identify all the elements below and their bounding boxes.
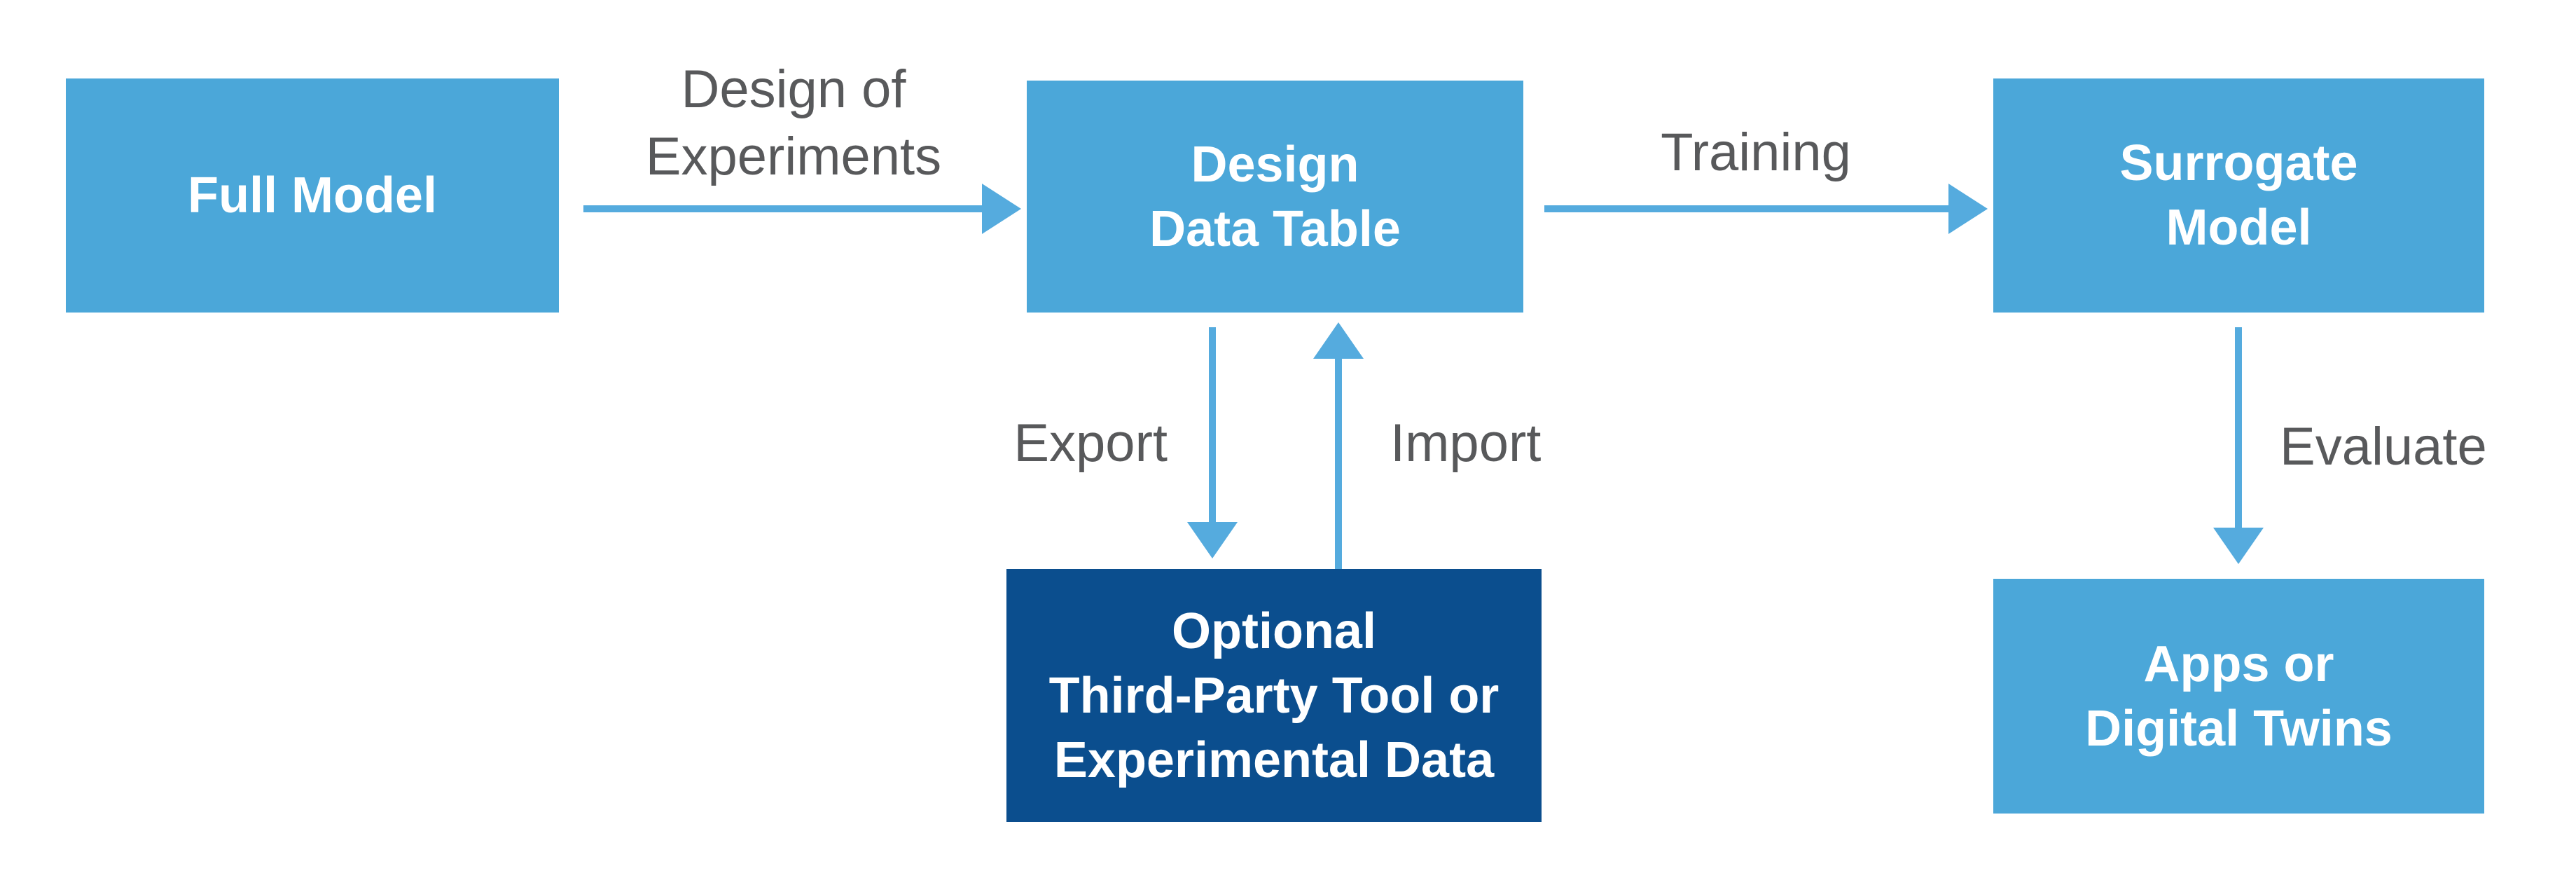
evaluate-label: Evaluate <box>2280 417 2487 476</box>
node-design-data-table: Design Data Table <box>1027 81 1523 313</box>
node-full-model: Full Model <box>66 78 559 313</box>
arrow-shaft <box>1335 355 1342 569</box>
import-label: Import <box>1390 413 1542 473</box>
arrow-shaft <box>1209 327 1216 526</box>
node-surrogate-model: Surrogate Model <box>1993 78 2484 313</box>
export-label: Export <box>1013 413 1168 473</box>
arrow-down-head-icon <box>2213 528 2264 564</box>
design-of-experiments-label: Design of Experiments <box>645 60 942 186</box>
training-label: Training <box>1661 123 1851 182</box>
evaluate-arrow <box>2213 327 2264 564</box>
arrow-down-head-icon <box>1187 522 1238 558</box>
arrow-shaft <box>2235 327 2242 532</box>
import-arrow <box>1313 322 1364 569</box>
node-apps-digital-twins: Apps or Digital Twins <box>1993 579 2484 814</box>
arrow-up-head-icon <box>1313 322 1364 359</box>
arrow-right-head-icon <box>982 184 1021 234</box>
export-arrow <box>1187 327 1238 558</box>
arrow-right-head-icon <box>1948 184 1988 234</box>
node-third-party-tool: Optional Third-Party Tool or Experimenta… <box>1006 569 1542 822</box>
arrow-shaft <box>1544 205 1953 212</box>
training-arrow <box>1544 184 1988 234</box>
design-of-experiments-arrow <box>583 184 1021 234</box>
arrow-shaft <box>583 205 986 212</box>
